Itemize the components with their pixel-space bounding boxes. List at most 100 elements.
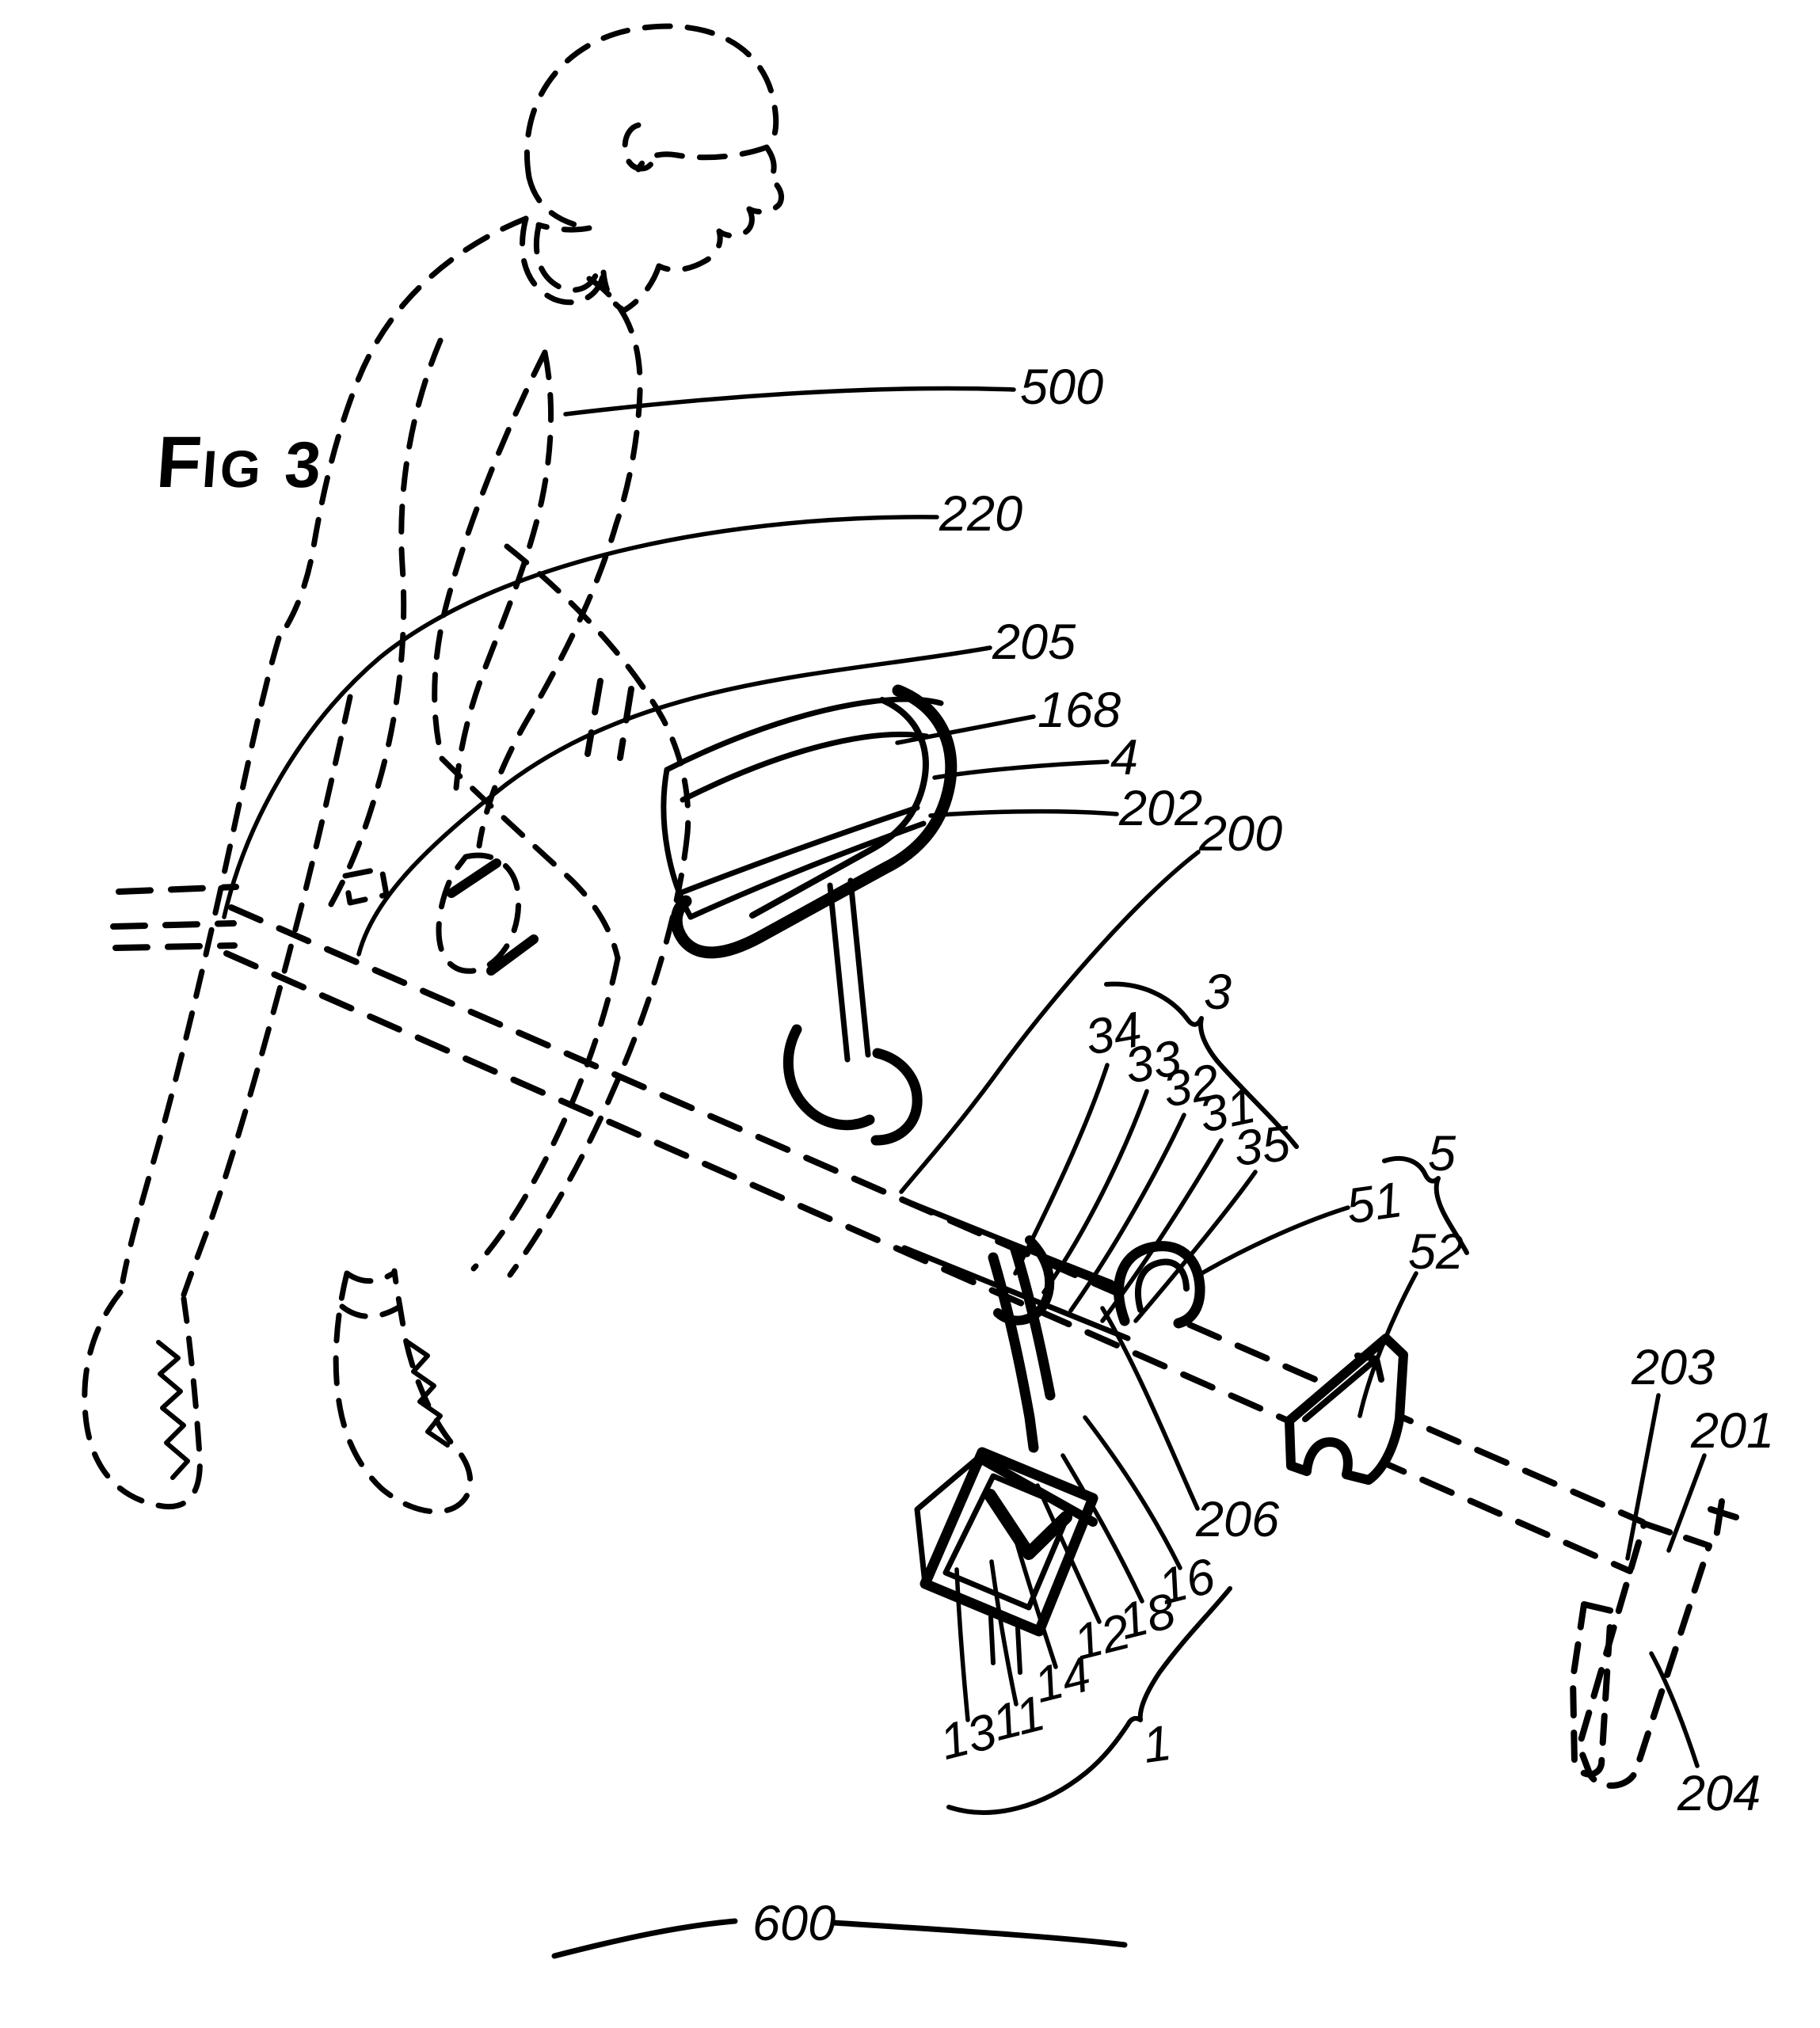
binding-strut bbox=[976, 1454, 1098, 1527]
saddle-second-top bbox=[680, 731, 930, 803]
leader-4 bbox=[932, 759, 1110, 780]
mech-bar bbox=[1061, 1262, 1115, 1289]
right-shin-back bbox=[470, 955, 621, 1272]
leader-204 bbox=[1649, 1651, 1700, 1768]
ref-label-206: 206 bbox=[1196, 1492, 1280, 1547]
right-boot-ankle bbox=[339, 1269, 403, 1319]
left-leg-front bbox=[181, 694, 353, 1298]
platform-left-edge bbox=[914, 1454, 982, 1587]
leader-35 bbox=[1133, 1170, 1258, 1323]
left-hand bbox=[342, 866, 390, 906]
right-arm-outer bbox=[476, 276, 643, 849]
leader-220 bbox=[222, 515, 939, 919]
hidden-seat-tube bbox=[584, 678, 634, 761]
mech-lever bbox=[993, 1235, 1055, 1326]
ref-label-168: 168 bbox=[1038, 683, 1121, 738]
right-arm-inner bbox=[453, 349, 554, 791]
figure-title-f: F bbox=[154, 422, 206, 503]
leader-202 bbox=[928, 809, 1119, 818]
leader-205 bbox=[356, 645, 992, 957]
leader-lines bbox=[222, 386, 1707, 1768]
left-arm bbox=[328, 337, 444, 907]
ref-label-201: 201 bbox=[1691, 1403, 1775, 1459]
right-shin-front bbox=[507, 830, 691, 1278]
beam-bottom-line bbox=[223, 950, 1633, 1574]
left-boot-lace bbox=[156, 1340, 190, 1480]
leader-33 bbox=[1041, 1089, 1149, 1295]
right-thigh-top bbox=[504, 543, 691, 836]
figure-title-number: 3 bbox=[282, 429, 326, 501]
binding-mechanism bbox=[988, 1235, 1205, 1453]
leader-13 bbox=[954, 1567, 970, 1722]
ref-label-600: 600 bbox=[752, 1896, 836, 1951]
ref-label-202: 202 bbox=[1119, 781, 1203, 836]
seat-post bbox=[827, 877, 871, 1063]
jaw-neck bbox=[600, 263, 662, 314]
u-clamp-inner bbox=[1135, 1258, 1190, 1313]
saddle-inner-line bbox=[676, 805, 920, 896]
leader-11 bbox=[989, 1559, 1019, 1706]
boot-laces bbox=[156, 1340, 450, 1480]
leader-206 bbox=[1100, 1306, 1200, 1511]
ground-line bbox=[551, 1918, 1128, 1959]
leader-200 bbox=[899, 850, 1201, 1194]
face-profile bbox=[746, 144, 784, 215]
ground-right bbox=[830, 1920, 1128, 1948]
clamp-front-loop bbox=[782, 1024, 875, 1131]
left-grip-lines bbox=[110, 884, 239, 951]
leader-12 bbox=[1035, 1483, 1102, 1624]
leader-16 bbox=[1083, 1415, 1182, 1570]
platform-ticks bbox=[988, 1615, 1022, 1675]
rear-bumper bbox=[1570, 1520, 1712, 1789]
chest-front bbox=[432, 349, 548, 762]
handlebar bbox=[447, 684, 958, 976]
helmet-outline bbox=[524, 23, 779, 181]
leader-52 bbox=[1357, 1271, 1418, 1418]
leader-14 bbox=[1010, 1524, 1058, 1669]
helmet-back bbox=[526, 174, 592, 231]
left-boot bbox=[82, 1289, 203, 1510]
leader-32 bbox=[1068, 1113, 1186, 1313]
right-thigh-bottom bbox=[439, 755, 621, 961]
handlebar-inner-tube bbox=[749, 697, 929, 919]
ref-label-204: 204 bbox=[1677, 1766, 1761, 1821]
helmet-brim bbox=[635, 144, 770, 173]
leader-31 bbox=[1100, 1138, 1224, 1323]
handlebar-tube bbox=[670, 684, 958, 959]
grip-in-hand-upper bbox=[447, 858, 501, 898]
ref-label-35: 35 bbox=[1231, 1116, 1293, 1177]
grip-in-hand-lower bbox=[486, 934, 539, 976]
ear bbox=[622, 122, 656, 172]
group-braces bbox=[946, 981, 1469, 1815]
ref-label-205: 205 bbox=[992, 614, 1076, 670]
right-hand bbox=[436, 852, 522, 974]
ref-label-200: 200 bbox=[1199, 806, 1283, 862]
rear-wedge bbox=[1285, 1334, 1408, 1485]
mech-column-a bbox=[988, 1252, 1039, 1453]
main-beam bbox=[110, 678, 1739, 1574]
ref-label-52: 52 bbox=[1408, 1224, 1464, 1280]
leader-18 bbox=[1060, 1453, 1144, 1604]
beam-end-tick bbox=[1708, 1498, 1739, 1546]
leader-203 bbox=[1625, 1393, 1661, 1561]
ref-label-220: 220 bbox=[939, 486, 1023, 542]
ref-label-5: 5 bbox=[1428, 1126, 1456, 1181]
ref-label-203: 203 bbox=[1632, 1340, 1715, 1395]
beam-top-line bbox=[228, 904, 1646, 1525]
brace-3 bbox=[1104, 981, 1299, 1149]
right-boot bbox=[333, 1268, 474, 1515]
wedge-outline bbox=[1285, 1334, 1408, 1485]
ref-label-13: 13 bbox=[934, 1703, 1002, 1771]
brace-1 bbox=[946, 1586, 1232, 1815]
rider-outline bbox=[82, 23, 784, 1515]
leader-201 bbox=[1666, 1453, 1707, 1553]
back-outline bbox=[276, 215, 529, 641]
neck-back bbox=[535, 222, 592, 233]
figure-title-ig: IG bbox=[200, 439, 266, 498]
bumper-post bbox=[1570, 1601, 1614, 1778]
ref-label-4: 4 bbox=[1110, 730, 1139, 786]
mouth-chin bbox=[656, 206, 755, 273]
